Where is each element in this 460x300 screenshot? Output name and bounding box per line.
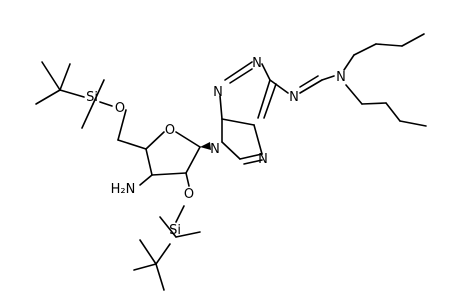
atom-o-top: O bbox=[115, 101, 125, 116]
dibutyl-chains bbox=[343, 33, 427, 127]
atom-labels: Si O O N N N N N N H₂N O Si bbox=[86, 56, 346, 238]
purine-ring bbox=[219, 61, 277, 165]
tbdms-top bbox=[35, 61, 127, 141]
amidine-chain bbox=[269, 75, 335, 94]
atom-n-imine: N bbox=[289, 90, 299, 105]
atom-si-bottom: Si bbox=[169, 223, 181, 238]
ribose-ring bbox=[117, 131, 211, 187]
atom-si-top: Si bbox=[86, 90, 98, 105]
atom-nh2: H₂N bbox=[111, 182, 136, 197]
tbdms-bottom bbox=[133, 205, 201, 291]
atom-n1: N bbox=[252, 56, 262, 71]
atom-n-amine: N bbox=[336, 70, 346, 85]
atom-o-bottom: O bbox=[184, 187, 194, 202]
atom-n7: N bbox=[258, 152, 268, 167]
atom-n3: N bbox=[213, 85, 223, 100]
atom-o-ring: O bbox=[165, 123, 175, 138]
atom-n9: N bbox=[210, 142, 220, 157]
